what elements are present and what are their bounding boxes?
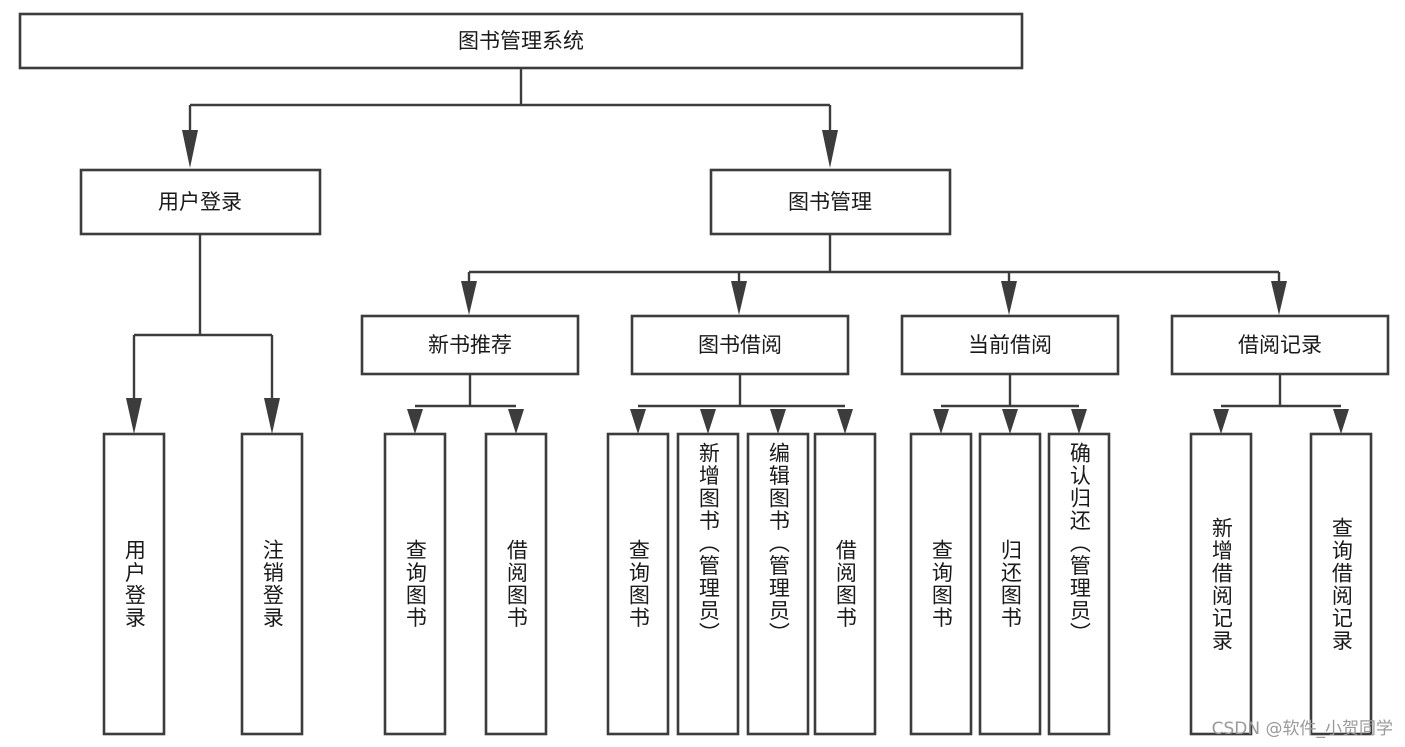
connector-group-borrow-record bbox=[1213, 374, 1349, 434]
node-new-book-recommend-box[interactable] bbox=[360, 314, 580, 376]
csdn-watermark: CSDN @软件_小贺同学 bbox=[1211, 719, 1393, 739]
node-current-borrow-label: 当前借阅 bbox=[968, 333, 1052, 357]
arrow-head-leaf-bookborrow-2 bbox=[700, 409, 716, 434]
node-root-box[interactable] bbox=[18, 12, 1024, 70]
arrow-head-leaf-user-login-2 bbox=[264, 398, 280, 434]
arrow-head-leaf-bookborrow-1 bbox=[630, 409, 646, 434]
node-book-borrow-box[interactable] bbox=[630, 314, 850, 376]
node-current-borrow[interactable]: 当前借阅 bbox=[900, 314, 1120, 376]
leaf-box-borrowrecord-2[interactable] bbox=[1309, 432, 1373, 736]
arrow-head-leaf-currentborrow-1 bbox=[933, 409, 949, 434]
node-book-borrow-label: 图书借阅 bbox=[698, 333, 782, 357]
leaf-box-newbook-1[interactable] bbox=[383, 432, 447, 736]
connector-group-user-login bbox=[126, 234, 280, 434]
arrow-head-user-login bbox=[182, 130, 198, 168]
node-new-book-recommend-label: 新书推荐 bbox=[428, 333, 512, 357]
arrow-head-leaf-borrowrecord-1 bbox=[1213, 409, 1229, 434]
leaf-box-bookborrow-4[interactable] bbox=[813, 432, 877, 736]
node-book-manage-label: 图书管理 bbox=[788, 190, 872, 214]
arrow-head-leaf-currentborrow-2 bbox=[1002, 409, 1018, 434]
leaf-box-currentborrow-2[interactable] bbox=[978, 432, 1042, 736]
arrow-head-borrow-record bbox=[1271, 281, 1287, 315]
node-book-manage[interactable]: 图书管理 bbox=[709, 168, 952, 236]
leaf-box-newbook-2[interactable] bbox=[484, 432, 548, 736]
arrow-head-leaf-newbook-1 bbox=[407, 409, 423, 434]
arrow-head-leaf-user-login-1 bbox=[126, 398, 142, 434]
node-borrow-record[interactable]: 借阅记录 bbox=[1170, 314, 1390, 376]
arrow-head-leaf-currentborrow-3 bbox=[1071, 409, 1087, 434]
connector-group-current-borrow bbox=[933, 374, 1087, 434]
node-user-login[interactable]: 用户登录 bbox=[79, 168, 322, 236]
leaf-box-bookborrow-2[interactable] bbox=[676, 432, 740, 736]
arrow-head-new-book bbox=[461, 281, 477, 315]
node-new-book-recommend[interactable]: 新书推荐 bbox=[360, 314, 580, 376]
arrow-head-current-borrow bbox=[1001, 281, 1017, 315]
node-user-login-label: 用户登录 bbox=[158, 190, 242, 214]
leaf-box-bookborrow-1[interactable] bbox=[606, 432, 670, 736]
arrow-head-leaf-borrowrecord-2 bbox=[1333, 409, 1349, 434]
connector-group-new-book-recommend bbox=[407, 374, 524, 434]
leaf-box-user-login-2[interactable] bbox=[240, 432, 304, 736]
arrow-head-leaf-bookborrow-4 bbox=[837, 409, 853, 434]
leaf-box-user-login-1[interactable] bbox=[102, 432, 166, 736]
node-root-label: 图书管理系统 bbox=[458, 29, 584, 53]
node-borrow-record-box[interactable] bbox=[1170, 314, 1390, 376]
connector-group-root bbox=[182, 68, 838, 168]
node-book-borrow[interactable]: 图书借阅 bbox=[630, 314, 850, 376]
node-current-borrow-box[interactable] bbox=[900, 314, 1120, 376]
arrow-head-leaf-newbook-2 bbox=[508, 409, 524, 434]
arrow-head-leaf-bookborrow-3 bbox=[770, 409, 786, 434]
node-root[interactable]: 图书管理系统 bbox=[18, 12, 1024, 70]
arrow-head-book-borrow bbox=[731, 281, 747, 315]
node-user-login-box[interactable] bbox=[79, 168, 322, 236]
node-borrow-record-label: 借阅记录 bbox=[1238, 333, 1322, 357]
arrow-head-book-manage bbox=[822, 130, 838, 168]
connector-group-book-borrow bbox=[630, 374, 853, 434]
leaf-box-currentborrow-1[interactable] bbox=[909, 432, 973, 736]
leaf-box-currentborrow-3[interactable] bbox=[1047, 432, 1111, 736]
connector-group-book-manage bbox=[461, 234, 1287, 315]
leaf-box-borrowrecord-1[interactable] bbox=[1189, 432, 1253, 736]
leaf-box-bookborrow-3[interactable] bbox=[746, 432, 810, 736]
leaf-boxes-group bbox=[102, 432, 1373, 736]
